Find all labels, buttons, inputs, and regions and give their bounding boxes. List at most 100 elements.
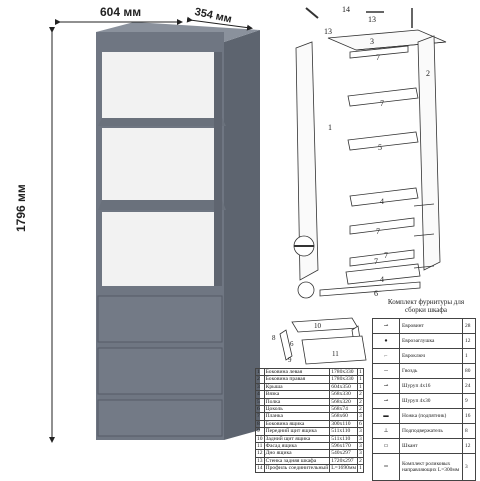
drawer-3 bbox=[97, 399, 223, 437]
parts-table-cell: 14 bbox=[255, 464, 265, 473]
parts-table-cell: 12 bbox=[255, 449, 265, 458]
parts-table-cell: Передний щит ящика bbox=[263, 427, 331, 436]
hardware-name: Подподвержатель bbox=[399, 423, 463, 439]
parts-table-cell: 7 bbox=[255, 412, 265, 421]
parts-table-cell: 1720x297 bbox=[329, 456, 359, 466]
part-5-shelf-upper bbox=[347, 87, 419, 107]
parts-table-cell: 13 bbox=[255, 456, 265, 466]
hardware-qty: 80 bbox=[462, 363, 476, 379]
parts-table-cell: 1 bbox=[357, 375, 364, 384]
parts-table-cell: 9 bbox=[255, 427, 265, 436]
drawer-assembly-diagram: 10 8 9 11 6 bbox=[272, 317, 367, 365]
parts-table-cell: 1 bbox=[357, 367, 364, 377]
compartment-2 bbox=[102, 128, 222, 200]
drawer-2 bbox=[97, 347, 223, 395]
compartment-3 bbox=[102, 212, 222, 286]
parts-table-cell: 3 bbox=[357, 449, 364, 458]
screw-icon: ⊸ bbox=[372, 378, 400, 394]
part-7-top-plank bbox=[349, 45, 409, 59]
parts-table-cell: L=1690мм bbox=[329, 464, 359, 473]
hardware-qty: 9 bbox=[462, 393, 476, 409]
parts-table-cell: Боковина левая bbox=[263, 367, 331, 377]
compartment-1 bbox=[102, 52, 222, 118]
part-7-plank-2 bbox=[349, 249, 415, 267]
drawer-callout-11: 11 bbox=[332, 350, 339, 358]
parts-table-cell: Задний щит ящика bbox=[263, 434, 331, 444]
parts-table-cell: Фасад ящика bbox=[263, 442, 331, 451]
parts-table-cell: 1 bbox=[255, 367, 265, 377]
screw-icon: ⊸ bbox=[372, 318, 400, 334]
parts-table-cell: 1780x330 bbox=[329, 375, 359, 384]
callout-7c: 7 bbox=[376, 227, 380, 236]
parts-table-cell: Боковина правая bbox=[263, 375, 331, 384]
parts-table-cell: 568x320 bbox=[329, 397, 359, 407]
callout-6a: 6 bbox=[374, 289, 378, 298]
parts-table-cell: Вязка bbox=[263, 390, 331, 399]
parts-table-cell: 3 bbox=[357, 442, 364, 451]
hardware-qty: 16 bbox=[462, 408, 476, 424]
hardware-qty: 24 bbox=[462, 378, 476, 394]
parts-table-cell: 11 bbox=[255, 442, 265, 451]
parts-table-cell: 10 bbox=[255, 434, 265, 444]
part-4-tie-lower bbox=[345, 263, 421, 285]
width-label: 604 мм bbox=[100, 5, 142, 19]
hardware-qty: 1 bbox=[462, 348, 476, 364]
parts-table-cell: 8 bbox=[255, 419, 265, 429]
parts-table-cell: Профиль соединительный bbox=[263, 464, 331, 473]
hardware-name: Шуруп 4x16 bbox=[399, 378, 463, 394]
hardware-row: ▬Ножка (подпятник)16 bbox=[372, 408, 476, 424]
callout-7b: 7 bbox=[380, 99, 384, 108]
callout-3: 3 bbox=[370, 37, 374, 46]
part-2-right-side bbox=[417, 35, 441, 271]
cabinet-illustration bbox=[49, 16, 260, 443]
parts-table-cell: 2 bbox=[357, 405, 364, 414]
parts-table-cell: 6 bbox=[255, 405, 265, 414]
callout-7d: 7 bbox=[374, 257, 378, 266]
drawer-callout-8: 8 bbox=[272, 334, 276, 342]
dowel-icon: ▭ bbox=[372, 438, 400, 454]
parts-table-cell: 2 bbox=[357, 456, 364, 466]
hardware-row: ═Комплект роликовых направляющих L=300мм… bbox=[372, 453, 476, 481]
parts-table-cell: 2 bbox=[357, 397, 364, 407]
shelf-2 bbox=[98, 200, 226, 210]
hardware-qty: 12 bbox=[462, 438, 476, 454]
hardware-qty: 3 bbox=[462, 453, 476, 481]
parts-table-cell: 6 bbox=[357, 419, 364, 429]
parts-table-cell: 596x170 bbox=[329, 442, 359, 451]
parts-table-cell: Цоколь bbox=[263, 405, 331, 414]
callout-14: 14 bbox=[342, 5, 350, 14]
callout-13b: 13 bbox=[368, 15, 376, 24]
cabinet-side-panel bbox=[224, 30, 260, 440]
drawer-callout-6b: 6 bbox=[290, 340, 294, 348]
parts-table-cell: 4 bbox=[255, 390, 265, 399]
parts-table-cell: 2 bbox=[357, 390, 364, 399]
hardware-title: Комплект фурнитуры для сборки шкафа bbox=[387, 298, 465, 314]
exploded-assembly-diagram: 14 13 13 3 7 2 1 7 5 7 4 7 4 7 6 bbox=[293, 5, 447, 299]
parts-table-cell: 604x350 bbox=[329, 382, 359, 392]
hardware-name: Евроключ bbox=[399, 348, 463, 364]
depth-dimension-line bbox=[186, 16, 253, 31]
parts-table-cell: 5 bbox=[255, 397, 265, 407]
rail-icon: ═ bbox=[372, 453, 400, 481]
shelf-support-icon: ⊥ bbox=[372, 423, 400, 439]
height-label: 1796 мм bbox=[14, 184, 28, 232]
